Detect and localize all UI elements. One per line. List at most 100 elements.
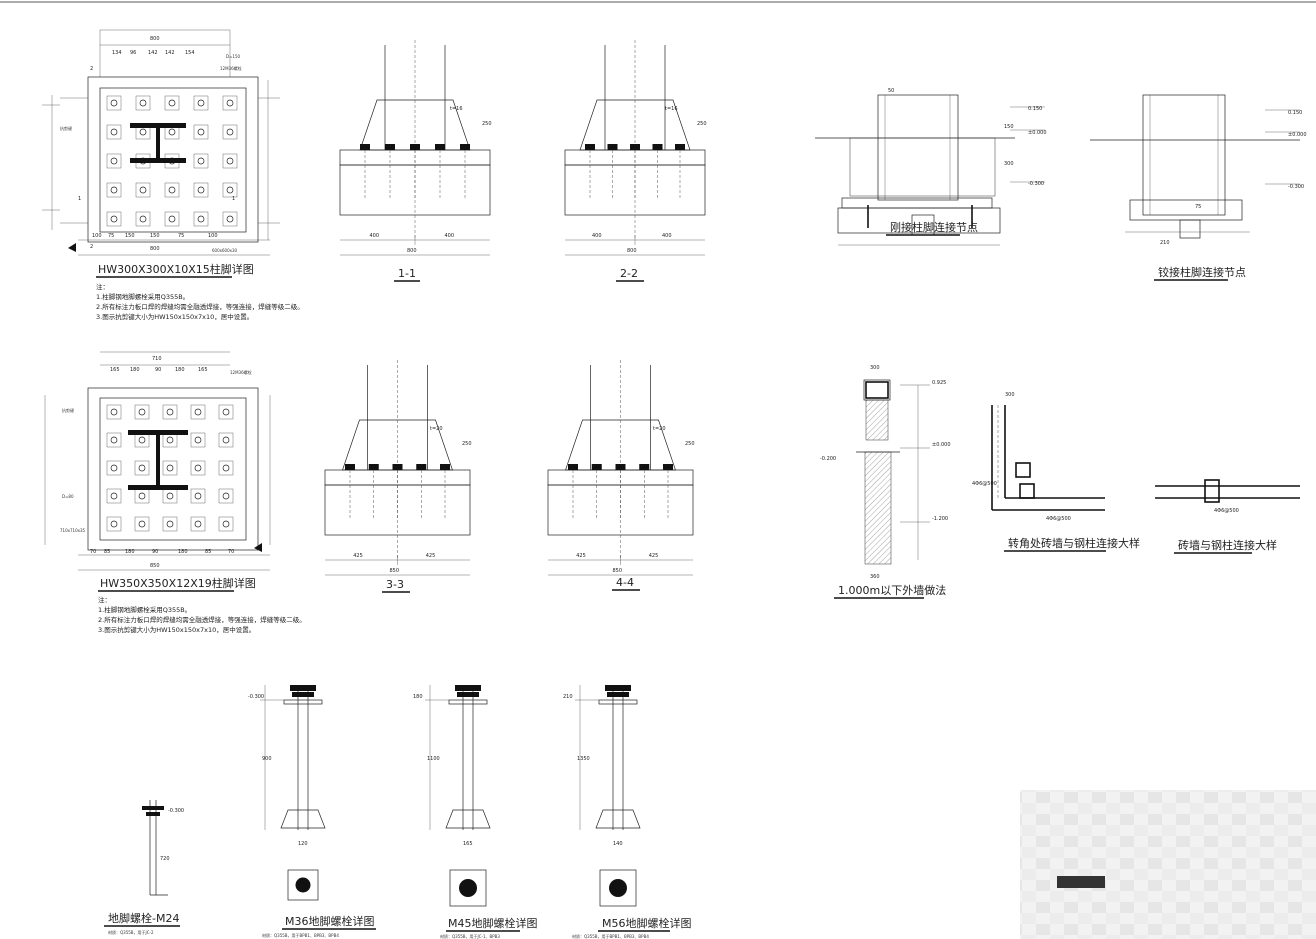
wall-col-rebar: 4Φ6@500 bbox=[1214, 508, 1239, 514]
m24-title: 地脚螺栓-M24 bbox=[108, 911, 179, 925]
hw350-label-key: 抗剪键 bbox=[62, 407, 74, 413]
hw350-t3: 90 bbox=[155, 367, 161, 373]
hw300-label-d: D=150 bbox=[226, 54, 241, 59]
sec_4_4-thk: t=20 bbox=[653, 426, 666, 432]
wall-dim-300: 300 bbox=[870, 365, 880, 371]
sec_3_3-dim-2: 850 bbox=[390, 568, 400, 574]
hw300-dim-800: 800 bbox=[150, 36, 160, 42]
sec_3_3-dim-3: 250 bbox=[462, 441, 472, 447]
sec_4_4-dim-3: 250 bbox=[685, 441, 695, 447]
sec_1_1-dim-1: 400 bbox=[445, 233, 455, 239]
m45-plate: 165 bbox=[463, 841, 473, 847]
rigid-dim-150: 150 bbox=[1004, 124, 1014, 130]
svg-text:1: 1 bbox=[232, 196, 235, 202]
sec_2_2-dim-2: 800 bbox=[627, 248, 637, 254]
sec_2_2-dim-1: 400 bbox=[662, 233, 672, 239]
anchor-m24: -0.300 720 地脚螺栓-M24 材质：Q355B，用于JC-2 bbox=[104, 800, 184, 935]
hw300-b6: 100 bbox=[208, 233, 218, 239]
hw350-t2: 180 bbox=[130, 367, 140, 373]
hw350-b4: 90 bbox=[152, 549, 158, 555]
sec_2_2-thk: t=16 bbox=[665, 106, 678, 112]
m56-title: M56地脚螺栓详图 bbox=[602, 916, 692, 930]
hw300-label-plate: 600x600x30 bbox=[212, 248, 238, 253]
m45-material: 材质：Q355B，用于JC-1、BPB3 bbox=[440, 933, 500, 939]
corner-title: 转角处砖墙与钢柱连接大样 bbox=[1008, 536, 1140, 550]
hinged-level-3: -0.300 bbox=[1288, 184, 1304, 190]
rigid-level-3: -0.300 bbox=[1028, 181, 1044, 187]
hw350-t4: 180 bbox=[175, 367, 185, 373]
hw350-dim-710: 710 bbox=[152, 356, 162, 362]
hw300-b2: 75 bbox=[108, 233, 114, 239]
hw350-label-plate: 710x710x35 bbox=[60, 528, 86, 533]
m36-material: 材质：Q355B，用于BPB1、BPB3、BPB4 bbox=[262, 932, 339, 938]
hw350-label-d: D=80 bbox=[62, 494, 74, 499]
svg-text:2: 2 bbox=[90, 66, 93, 72]
section-4-4-title: 4-4 bbox=[616, 576, 634, 589]
m45-title: M45地脚螺栓详图 bbox=[448, 916, 538, 930]
hw350-label-bolts: 12M36螺栓 bbox=[230, 369, 252, 375]
notes-2-head: 注： bbox=[98, 595, 111, 604]
sec_2_2-dim-0: 400 bbox=[592, 233, 602, 239]
wall-level-3: -0.200 bbox=[820, 456, 836, 462]
sec_4_4-dim-2: 850 bbox=[613, 568, 623, 574]
title-block-dark-cell bbox=[1057, 876, 1105, 888]
sec_2_2-dim-3: 250 bbox=[697, 121, 707, 127]
notes-1-item-1: 1.柱脚钢地脚螺栓采用Q355B。 bbox=[96, 292, 189, 301]
hw300-plan: 800 134 96 142 142 154 100 75 150 150 75… bbox=[42, 29, 280, 278]
hw350-title: HW350X350X12X19柱脚详图 bbox=[100, 576, 256, 590]
notes-2: 注： 1.柱脚钢地脚螺栓采用Q355B。 2.所有标注力板口焊的焊缝均需全融透焊… bbox=[98, 595, 306, 634]
section-1-1-title: 1-1 bbox=[398, 267, 416, 280]
m36-plate: 120 bbox=[298, 841, 308, 847]
sec_1_1-dim-3: 250 bbox=[482, 121, 492, 127]
wall-column-title: 砖墙与钢柱连接大样 bbox=[1178, 538, 1277, 552]
hw300-dim-b: 96 bbox=[130, 50, 136, 56]
corner-dim-300: 300 bbox=[1005, 392, 1015, 398]
hw300-b1: 100 bbox=[92, 233, 102, 239]
corner-dim-rebar-2: 4Φ6@500 bbox=[1046, 516, 1071, 522]
hw350-b6: 85 bbox=[205, 549, 211, 555]
hw300-title: HW300X300X10X15柱脚详图 bbox=[98, 262, 254, 276]
m45-len: 1100 bbox=[427, 756, 440, 762]
notes-2-item-1: 1.柱脚钢地脚螺栓采用Q355B。 bbox=[98, 605, 191, 614]
hw300-dim-c: 142 bbox=[148, 50, 158, 56]
hw350-b1: 70 bbox=[90, 549, 96, 555]
hw350-t5: 165 bbox=[198, 367, 208, 373]
hw300-b0: 800 bbox=[150, 246, 160, 252]
hinged-level-2: ±0.000 bbox=[1288, 132, 1307, 138]
hw350-b3: 180 bbox=[125, 549, 135, 555]
m36-title: M36地脚螺栓详图 bbox=[285, 914, 375, 928]
rigid-level-1: 0.150 bbox=[1028, 106, 1042, 112]
title-block-blurred bbox=[1020, 790, 1316, 939]
hw300-b3: 150 bbox=[125, 233, 135, 239]
section-2-2: 400 400 800 250 t=16 bbox=[564, 40, 707, 256]
m56-level: 210 bbox=[563, 694, 573, 700]
hinged-title: 铰接柱脚连接节点 bbox=[1158, 265, 1246, 279]
m24-material: 材质：Q355B，用于JC-2 bbox=[108, 929, 154, 935]
hw350-plan: 710 165 180 90 180 165 70 85 180 90 180 … bbox=[44, 351, 271, 592]
rigid-level-2: ±0.000 bbox=[1028, 130, 1047, 136]
hw300-dim-a: 134 bbox=[112, 50, 122, 56]
m36-len: 900 bbox=[262, 756, 272, 762]
section-2-2-title: 2-2 bbox=[620, 267, 638, 280]
hw350-b5: 180 bbox=[178, 549, 188, 555]
hw350-t1: 165 bbox=[110, 367, 120, 373]
hw300-b5: 75 bbox=[178, 233, 184, 239]
sec_4_4-dim-1: 425 bbox=[649, 553, 659, 559]
wall-level-1: 0.925 bbox=[932, 380, 946, 386]
rigid-title: 刚接柱脚连接节点 bbox=[890, 220, 978, 234]
hw300-dim-e: 154 bbox=[185, 50, 195, 56]
wall-level-4: -1.200 bbox=[932, 516, 948, 522]
hinged-connection: 0.150 ±0.000 -0.300 210 75 铰接柱脚连接节点 bbox=[1090, 94, 1307, 281]
wall-title: 1.000m以下外墙做法 bbox=[838, 583, 946, 597]
notes-1: 注： 1.柱脚钢地脚螺栓采用Q355B。 2.所有标注力板口焊的焊缝均需全融透焊… bbox=[96, 282, 304, 321]
notes-2-item-2: 2.所有标注力板口焊的焊缝均需全融透焊接，等强连接，焊缝等级二级。 bbox=[98, 615, 306, 624]
hw350-b2: 85 bbox=[104, 549, 110, 555]
sec_3_3-thk: t=20 bbox=[430, 426, 443, 432]
m45-level: 180 bbox=[413, 694, 423, 700]
